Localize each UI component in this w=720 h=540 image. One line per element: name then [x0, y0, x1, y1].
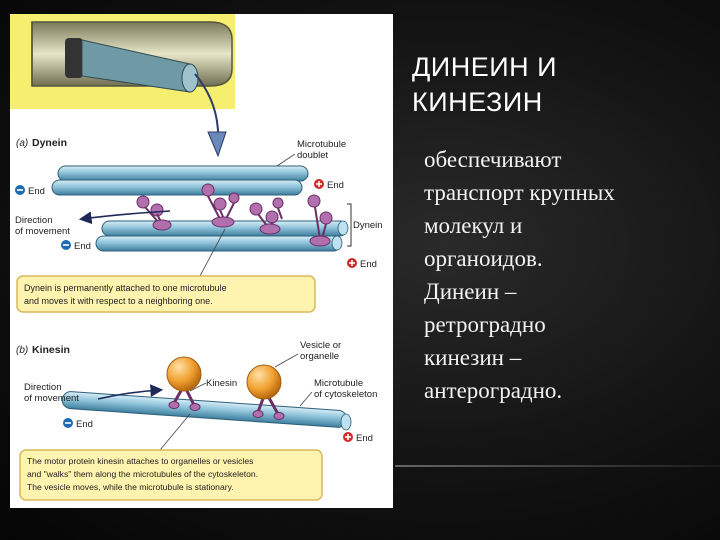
plus-end-label: End: [327, 180, 344, 191]
cytoskeleton-microtubule-label-1: Microtubule: [314, 378, 363, 389]
kinesin-caption-line-2: and "walks" them along the microtubules …: [27, 469, 258, 479]
dynein-heading: Dynein: [32, 137, 67, 149]
dynein-panel-letter: (a): [16, 138, 28, 149]
body-line: ретроградно: [424, 308, 714, 341]
upper-microtubule-a: [58, 166, 308, 181]
slide-title-line: КИНЕЗИН: [412, 85, 702, 120]
kinesin-direction-label-2: of movement: [24, 393, 79, 404]
kinesin-panel-letter: (b): [16, 345, 28, 356]
axoneme-bundle: [65, 38, 83, 78]
vesicle-sphere: [167, 357, 201, 391]
vesicle-sphere: [247, 365, 281, 399]
body-line: органоидов.: [424, 242, 714, 275]
figure-panel: (a) Dynein Microtubule doublet: [10, 14, 393, 508]
slide-body: обеспечивают транспорт крупных молекул и…: [424, 143, 714, 407]
vesicle-label-2: organelle: [300, 351, 339, 362]
plus-end-label-lower: End: [360, 259, 377, 270]
kinesin-direction-label-1: Direction: [24, 382, 62, 393]
vesicle-label-1: Vesicle or: [300, 340, 341, 351]
minus-end-label: End: [28, 186, 45, 197]
dynein-caption-line-2: and moves it with respect to a neighbori…: [24, 296, 213, 306]
footer-accent-line: [395, 465, 720, 467]
kinesin-caption-line-1: The motor protein kinesin attaches to or…: [27, 456, 253, 466]
microtubule-doublet-label-1: Microtubule: [297, 139, 346, 150]
minus-end-label-lower: End: [74, 241, 91, 252]
dynein-caption-box: [17, 276, 315, 312]
microtubule-doublet-label-2: doublet: [297, 150, 329, 161]
body-line: обеспечивают: [424, 143, 714, 176]
kinesin-minus-end-label: End: [76, 419, 93, 430]
direction-label-2: of movement: [15, 226, 70, 237]
cytoskeleton-microtubule-label-2: of cytoskeleton: [314, 389, 377, 400]
cytoskeleton-microtubule: [62, 391, 347, 428]
slide-title-line: ДИНЕИН И: [412, 50, 702, 85]
body-line: молекул и: [424, 209, 714, 242]
kinesin-heading: Kinesin: [32, 344, 70, 356]
body-line: транспорт крупных: [424, 176, 714, 209]
body-line: Динеин –: [424, 275, 714, 308]
body-line: антероградно.: [424, 374, 714, 407]
body-line: кинезин –: [424, 341, 714, 374]
dynein-label: Dynein: [353, 220, 383, 231]
motor-proteins-diagram: (a) Dynein Microtubule doublet: [10, 14, 393, 508]
dynein-panel: (a) Dynein Microtubule doublet: [15, 137, 383, 312]
kinesin-label: Kinesin: [206, 378, 237, 389]
dynein-caption-line-1: Dynein is permanently attached to one mi…: [24, 283, 227, 293]
direction-label-1: Direction: [15, 215, 53, 226]
kinesin-panel: (b) Kinesin Vesicle or organelle Kinesin…: [16, 340, 377, 500]
kinesin-plus-end-label: End: [356, 433, 373, 444]
cilium-inset: [10, 14, 235, 156]
upper-microtubule-b: [52, 180, 302, 195]
lower-microtubule-b: [96, 236, 341, 251]
kinesin-caption-line-3: The vesicle moves, while the microtubule…: [27, 482, 234, 492]
slide-title: ДИНЕИН И КИНЕЗИН: [412, 50, 702, 120]
